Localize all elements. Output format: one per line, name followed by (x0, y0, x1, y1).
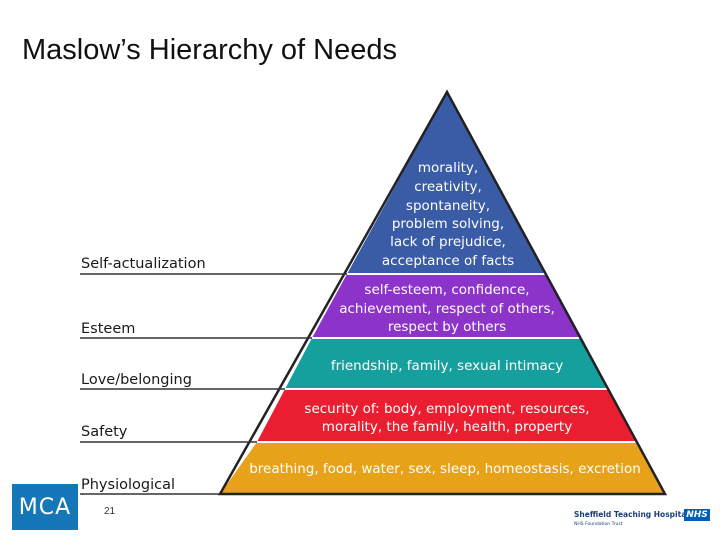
safety-line: morality, the family, health, property (322, 419, 572, 435)
self-actualization-line: spontaneity, (406, 198, 490, 214)
nhs-logo: NHS (684, 509, 710, 521)
pyramid-band-love-belonging (285, 338, 609, 389)
self-actualization-line: morality, (418, 160, 478, 176)
page-number: 21 (104, 506, 116, 517)
trust-subtitle: NHS Foundation Trust (574, 522, 623, 527)
esteem-line: respect by others (388, 319, 506, 335)
self-actualization-line: acceptance of facts (382, 253, 514, 269)
level-label-self-actualization: Self-actualization (81, 256, 206, 272)
sheffield-teaching-hospitals-logo: Sheffield Teaching Hospitals NHS Foundat… (574, 509, 710, 531)
safety-line: security of: body, employment, resources… (304, 401, 589, 417)
esteem-line: self-esteem, confidence, (364, 282, 529, 298)
level-label-esteem: Esteem (81, 321, 135, 337)
self-actualization-line: lack of prejudice, (390, 234, 506, 250)
pyramid-band-esteem (312, 274, 582, 338)
pyramid-band-physiological (220, 442, 665, 494)
slide-title: Maslow’s Hierarchy of Needs (22, 34, 397, 66)
self-actualization-line: problem solving, (392, 216, 504, 232)
self-actualization-line: creativity, (414, 179, 482, 195)
level-label-safety: Safety (81, 424, 128, 440)
level-label-physiological: Physiological (81, 477, 175, 493)
love-belonging-line: friendship, family, sexual intimacy (331, 358, 563, 374)
pyramid-outline (217, 89, 668, 496)
level-label-love-belonging: Love/belonging (81, 372, 192, 388)
trust-name: Sheffield Teaching Hospitals (574, 510, 694, 519)
mca-logo: MCA (12, 484, 78, 530)
physiological-line: breathing, food, water, sex, sleep, home… (249, 461, 641, 477)
pyramid-band-safety (257, 389, 637, 442)
esteem-line: achievement, respect of others, (339, 301, 555, 317)
pyramid-band-self-actualization (347, 92, 547, 274)
